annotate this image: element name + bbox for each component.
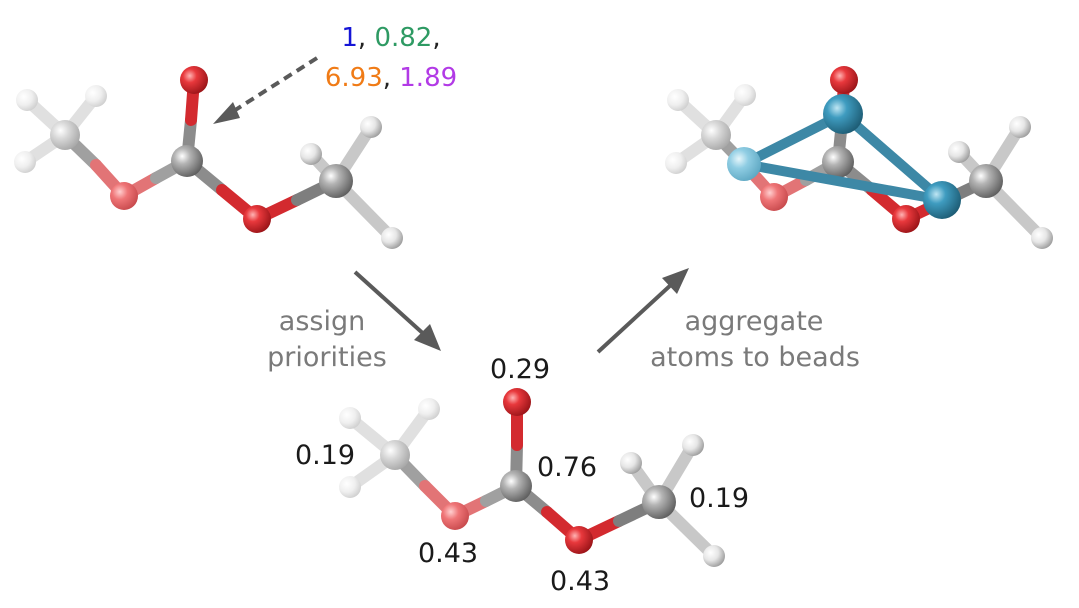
carbon-atom: [642, 485, 676, 519]
oxygen-atom: [110, 182, 138, 210]
bead: [727, 147, 761, 181]
hydrogen-atom: [381, 227, 403, 249]
carbon-atom: [701, 120, 731, 150]
molecule-priorities: [339, 388, 725, 567]
priority-label-carbonyl-carbon: 0.76: [537, 452, 597, 483]
oxygen-atom: [503, 388, 531, 416]
hydrogen-atom: [682, 434, 704, 456]
molecule-coarse-grained: [665, 66, 1053, 249]
oxygen-atom: [180, 66, 208, 94]
carbon-atom: [969, 164, 1003, 198]
feature-value: 1: [341, 23, 358, 53]
carbon-atom: [500, 470, 532, 502]
oxygen-atom: [243, 205, 271, 233]
caption-atoms-to-beads: atoms to beads: [650, 342, 860, 373]
oxygen-atom: [830, 66, 858, 94]
hydrogen-atom: [665, 152, 687, 174]
hydrogen-atom: [703, 545, 725, 567]
priority-label-left-methyl: 0.19: [295, 440, 355, 471]
step-arrow-aggregate-head: [662, 268, 689, 294]
priority-label-right-ester-oxygen: 0.43: [550, 566, 610, 597]
feature-line-1: 1, 0.82,: [341, 23, 440, 53]
hydrogen-atom: [339, 476, 361, 498]
oxygen-atom: [441, 502, 469, 530]
hydrogen-atom: [14, 151, 36, 173]
bead-bond: [838, 109, 947, 205]
hydrogen-atom: [339, 407, 361, 429]
oxygen-atom: [565, 526, 593, 554]
hydrogen-atom: [85, 85, 107, 107]
feature-separator: ,: [358, 23, 375, 53]
carbon-atom: [171, 145, 203, 177]
priority-label-right-methyl: 0.19: [689, 483, 749, 514]
priority-label-carbonyl-oxygen: 0.29: [490, 354, 550, 385]
hydrogen-atom: [734, 84, 756, 106]
caption-assign: assign: [279, 306, 365, 337]
feature-value: 1.89: [399, 63, 457, 93]
feature-value: 0.82: [374, 23, 432, 53]
feature-separator: ,: [383, 63, 400, 93]
feature-line-2: 6.93, 1.89: [325, 63, 457, 93]
carbon-atom: [822, 146, 854, 178]
hydrogen-atom: [16, 89, 38, 111]
oxygen-atom: [892, 205, 920, 233]
caption-priorities: priorities: [267, 342, 387, 373]
oxygen-atom: [760, 183, 788, 211]
bead: [923, 181, 961, 219]
feature-separator: ,: [432, 23, 440, 53]
step-arrow-aggregate: [596, 281, 675, 354]
hydrogen-atom: [360, 116, 382, 138]
hydrogen-atom: [667, 89, 689, 111]
hydrogen-atom: [1031, 227, 1053, 249]
hydrogen-atom: [418, 398, 440, 420]
feature-pointer-arrowhead: [213, 102, 240, 124]
hydrogen-atom: [948, 141, 970, 163]
carbon-atom: [50, 120, 80, 150]
step-arrow-assign: [353, 270, 429, 339]
priority-label-left-ester-oxygen: 0.43: [418, 538, 478, 569]
carbon-atom: [380, 440, 410, 470]
step-arrow-assign-head: [414, 324, 441, 351]
bead: [823, 94, 863, 134]
caption-aggregate: aggregate: [685, 306, 824, 337]
bead-bond: [739, 159, 947, 205]
hydrogen-atom: [620, 452, 642, 474]
molecule-input: [14, 66, 403, 249]
hydrogen-atom: [1009, 116, 1031, 138]
feature-value: 6.93: [325, 63, 383, 93]
carbon-atom: [319, 164, 353, 198]
hydrogen-atom: [300, 143, 322, 165]
feature-pointer-arrow: [227, 56, 319, 116]
